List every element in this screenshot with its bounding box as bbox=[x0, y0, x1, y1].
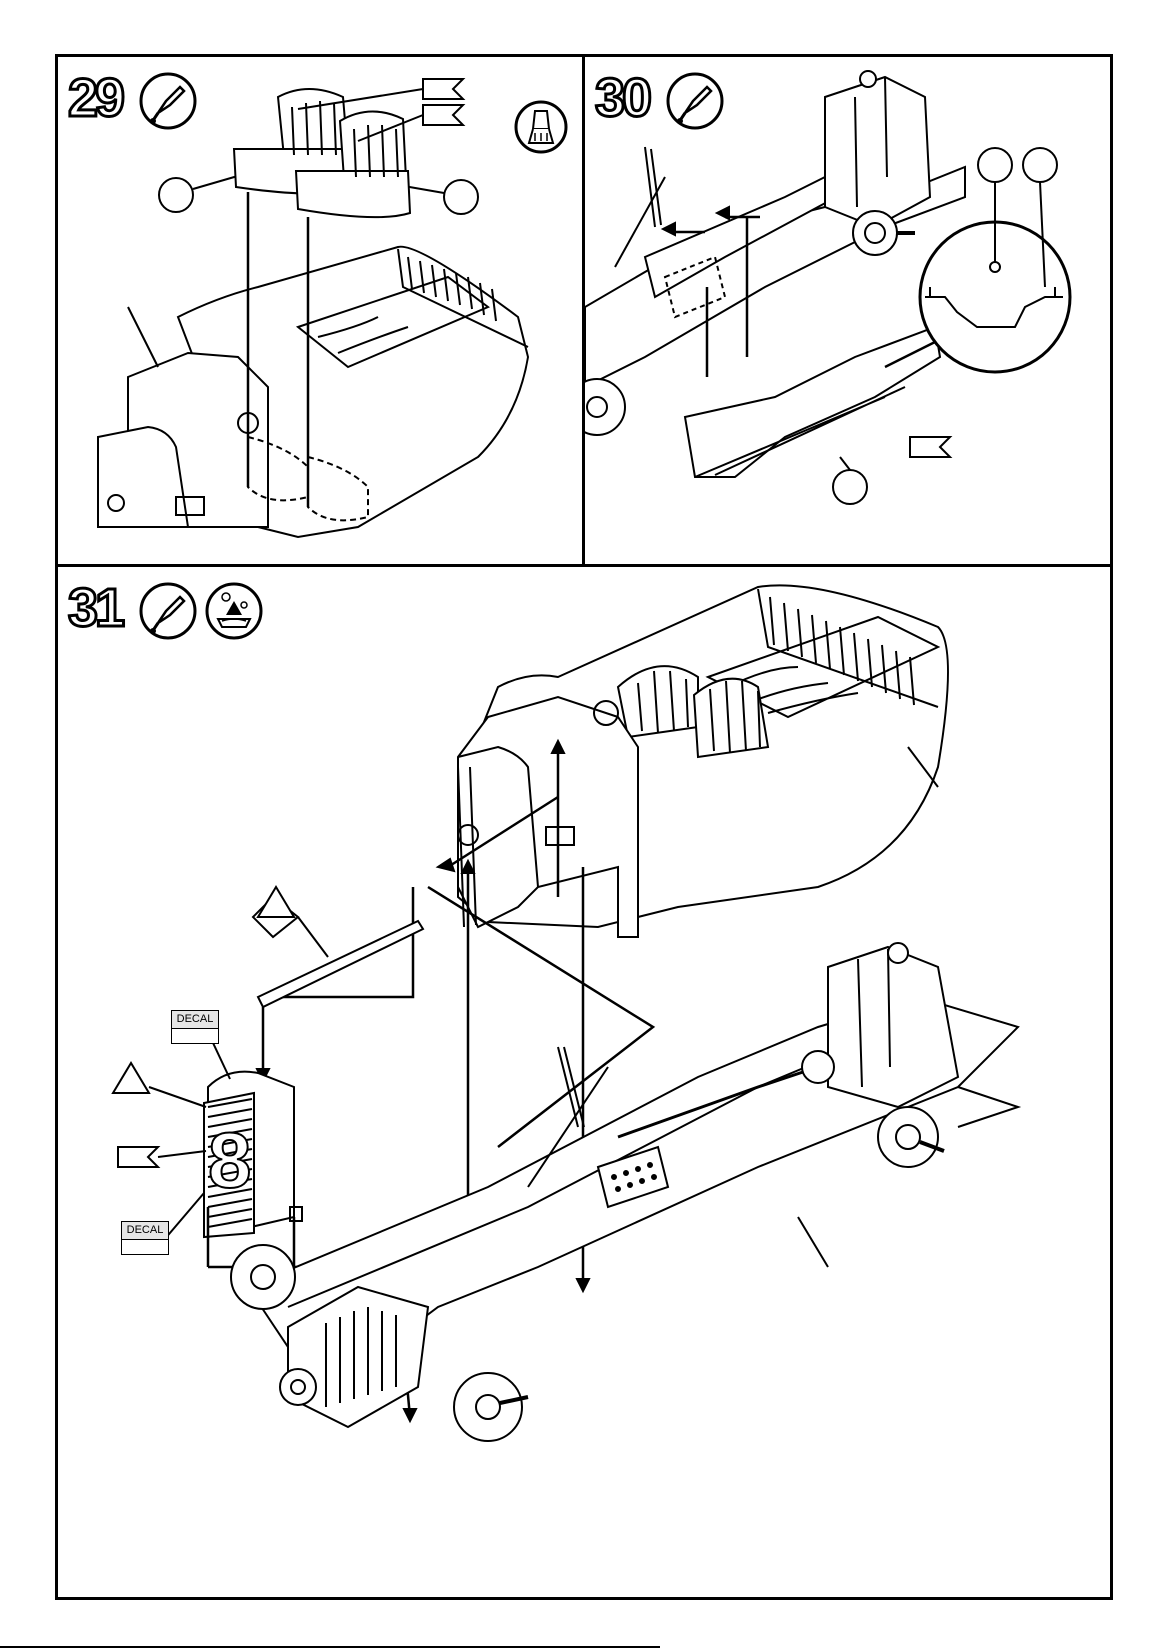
step-30-panel: 30 bbox=[582, 54, 1113, 567]
step-29-illustration bbox=[58, 57, 585, 567]
step-30-illustration bbox=[585, 57, 1113, 567]
decal-label-text: DECAL bbox=[172, 1011, 218, 1029]
step-31-panel: 31 bbox=[55, 564, 1113, 1600]
step-31-illustration: 8 bbox=[58, 567, 1113, 1600]
decal-label-radiator-top: DECAL bbox=[171, 1010, 219, 1044]
step-29-panel: 29 bbox=[55, 54, 585, 567]
page-footer-rule bbox=[0, 1646, 660, 1648]
radiator-number: 8 bbox=[208, 1116, 251, 1204]
decal-label-radiator-bottom: DECAL bbox=[121, 1221, 169, 1255]
decal-label-text: DECAL bbox=[122, 1222, 168, 1240]
